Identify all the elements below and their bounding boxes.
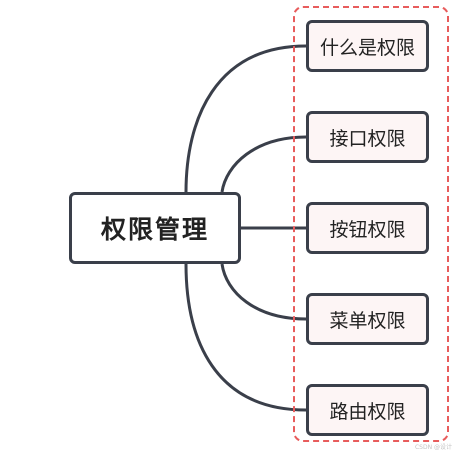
child-node-label: 菜单权限: [329, 309, 406, 332]
child-node-button-permission[interactable]: 按钮权限: [306, 202, 429, 254]
connector-child-0: [184, 44, 307, 193]
connector-child-3: [220, 263, 307, 321]
child-node-menu-permission[interactable]: 菜单权限: [306, 293, 429, 345]
child-node-label: 接口权限: [329, 127, 406, 150]
child-node-label: 按钮权限: [329, 218, 406, 241]
root-node-label: 权限管理: [100, 215, 209, 244]
child-node-api-permission[interactable]: 接口权限: [306, 111, 429, 163]
root-node[interactable]: 权限管理: [69, 192, 241, 264]
connector-child-4: [184, 263, 307, 412]
child-node-what-is-permission[interactable]: 什么是权限: [306, 20, 429, 72]
child-node-label: 路由权限: [329, 400, 406, 423]
child-node-route-permission[interactable]: 路由权限: [306, 384, 429, 436]
children-group-frame: [293, 6, 449, 442]
watermark: CSDN @设计: [414, 444, 452, 451]
child-node-label: 什么是权限: [319, 36, 415, 59]
connector-child-1: [220, 135, 307, 193]
